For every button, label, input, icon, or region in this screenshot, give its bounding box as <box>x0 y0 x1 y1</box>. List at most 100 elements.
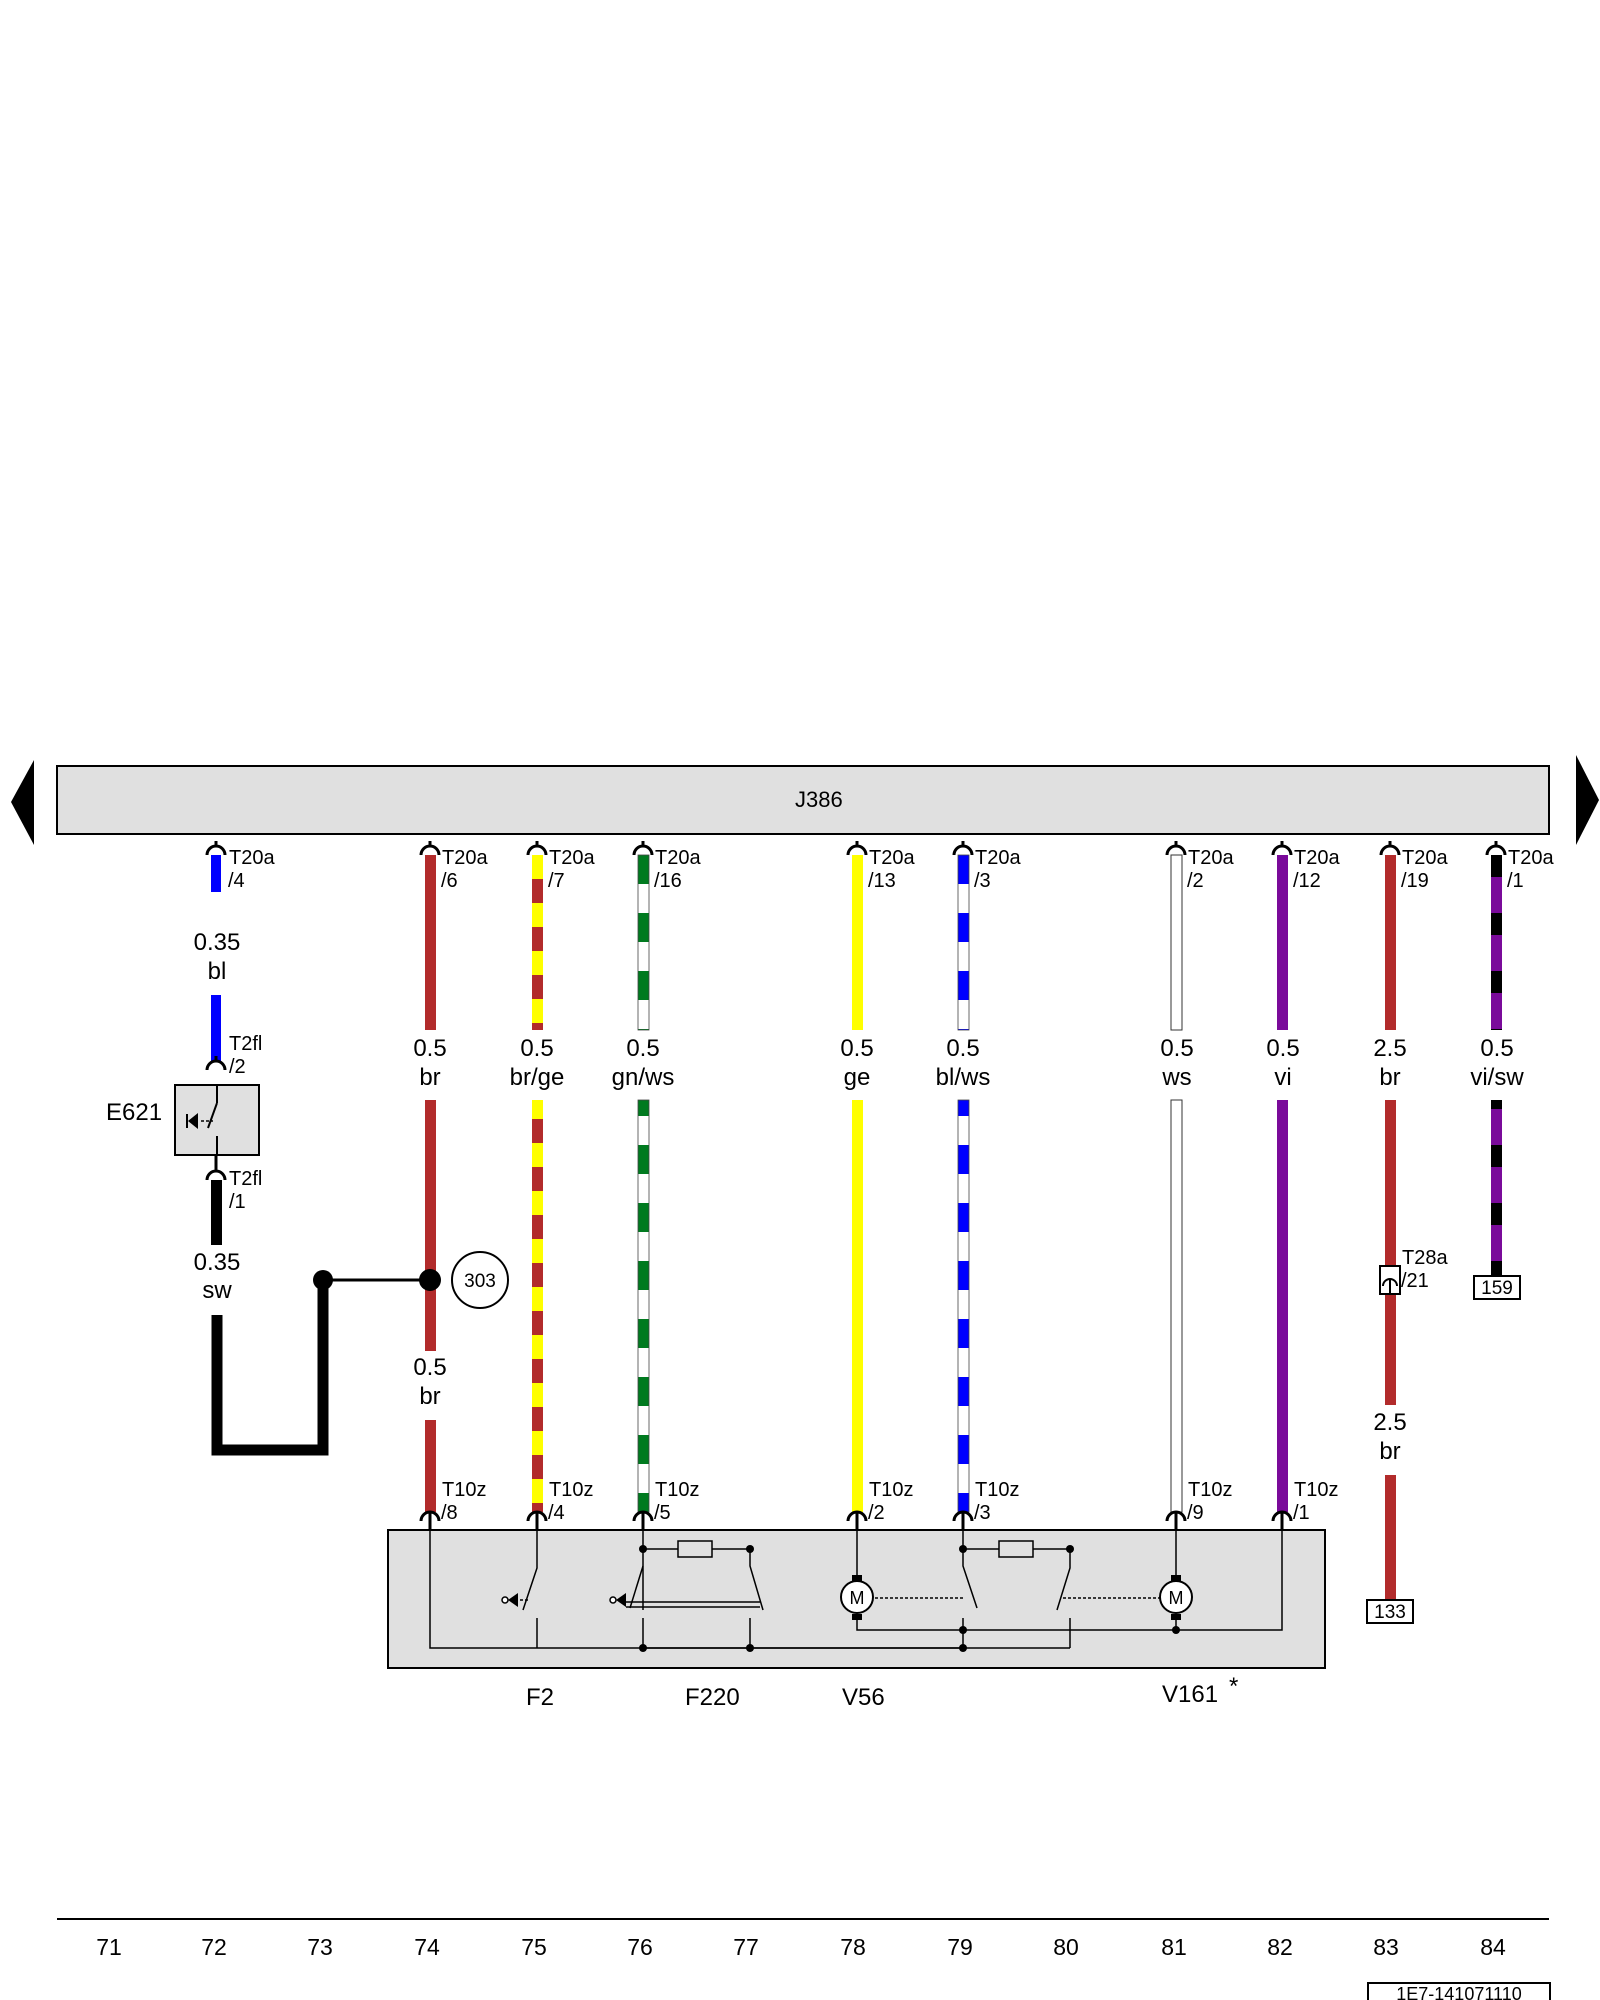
wire-84-upper <box>1491 855 1502 1030</box>
pin-label: /1 <box>1507 870 1524 892</box>
grid-number: 83 <box>1373 1934 1399 1960</box>
grid-number: 84 <box>1480 1934 1506 1960</box>
diagram-id-label: 1E7-141071110 <box>1396 1984 1521 2000</box>
pushbutton-icon <box>188 1113 198 1129</box>
wire-color-label: sw <box>202 1277 232 1304</box>
wire-84-lower <box>1491 1100 1502 1276</box>
wire-size-label: 0.5 <box>520 1035 553 1062</box>
pin-label: /19 <box>1401 870 1429 892</box>
footnote-asterisk: * <box>1229 1673 1238 1700</box>
motor-v161-icon <box>1159 1580 1193 1614</box>
grid-number: 73 <box>307 1934 333 1960</box>
next-page-arrow-icon[interactable] <box>1576 755 1599 845</box>
ground-point-label: 303 <box>464 1271 496 1292</box>
wire-size-label: 2.5 <box>1373 1409 1406 1436</box>
pin-label: /9 <box>1187 1502 1204 1524</box>
wire-83-c <box>1385 1475 1396 1600</box>
pin-label: /7 <box>548 870 565 892</box>
connector-icon <box>846 1510 868 1529</box>
wire-size-label: 0.5 <box>1480 1035 1513 1062</box>
connector-icon <box>526 841 548 856</box>
connector-label: T10z <box>869 1479 913 1501</box>
wire-76-lower <box>637 1099 650 1513</box>
component-label-v161: V161 <box>1162 1681 1218 1708</box>
connector-icon <box>1379 841 1401 856</box>
reference-label-159: 159 <box>1481 1278 1513 1299</box>
pin-label: /2 <box>229 1056 246 1078</box>
connector-icon <box>1165 1510 1187 1529</box>
motor-symbol: M <box>1169 1588 1184 1608</box>
connector-icon <box>632 841 654 856</box>
wire-74-b <box>425 1100 436 1351</box>
wire-color-label: bl <box>208 958 227 985</box>
connector-icon <box>1271 1510 1293 1529</box>
connector-icon <box>952 841 974 856</box>
connector-label: T20a <box>655 847 701 869</box>
control-unit-label: J386 <box>795 787 843 812</box>
component-label-f2: F2 <box>526 1684 554 1711</box>
grid-number: 79 <box>947 1934 973 1960</box>
wire-size-label: 0.5 <box>413 1035 446 1062</box>
wire-79-upper <box>957 854 970 1031</box>
connector-label: T10z <box>1188 1479 1232 1501</box>
pin-label: /21 <box>1401 1270 1429 1292</box>
pin-label: /4 <box>548 1502 565 1524</box>
connector-icon <box>205 1155 227 1181</box>
wire-83-b <box>1385 1100 1396 1405</box>
connector-icon <box>846 841 868 856</box>
wire-color-label: vi/sw <box>1470 1064 1524 1091</box>
connector-label: T2fl <box>229 1168 262 1190</box>
wire-color-label: br <box>419 1383 440 1410</box>
motor-symbol: M <box>850 1588 865 1608</box>
grid-number: 71 <box>96 1934 122 1960</box>
wire-82-lower <box>1277 1100 1288 1512</box>
connector-label: T28a <box>1402 1247 1448 1269</box>
wire-color-label: ws <box>1161 1064 1191 1091</box>
connector-label: T10z <box>1294 1479 1338 1501</box>
wire-81-lower <box>1170 1099 1183 1513</box>
connector-icon <box>419 841 441 856</box>
reference-box-133[interactable] <box>1366 1599 1414 1624</box>
grid-number: 76 <box>627 1934 653 1960</box>
connector-icon <box>952 1510 974 1529</box>
reference-box-159[interactable] <box>1473 1275 1521 1300</box>
ground-wire-lower <box>211 1280 329 1456</box>
connector-label: T20a <box>1508 847 1554 869</box>
pin-label: /3 <box>974 870 991 892</box>
wire-size-label: 2.5 <box>1373 1035 1406 1062</box>
wire-72-lower <box>211 995 221 1062</box>
wire-color-label: gn/ws <box>612 1064 675 1091</box>
wire-72-upper <box>211 855 221 892</box>
pin-label: /8 <box>441 1502 458 1524</box>
pushbutton-icon <box>616 1593 626 1607</box>
wire-size-label: 0.5 <box>1160 1035 1193 1062</box>
grid-number: 77 <box>733 1934 759 1960</box>
connector-icon <box>632 1510 654 1529</box>
grid-number: 75 <box>521 1934 547 1960</box>
connector-icon <box>419 1510 441 1529</box>
control-unit-j386 <box>56 765 1550 835</box>
diagram-id-box <box>1367 1982 1551 2000</box>
grid-number: 74 <box>414 1934 440 1960</box>
wire-color-label: br <box>419 1064 440 1091</box>
grid-number: 80 <box>1053 1934 1079 1960</box>
component-label-e621: E621 <box>106 1099 162 1126</box>
component-label-f220: F220 <box>685 1684 740 1711</box>
wire-78-upper <box>852 855 863 1030</box>
wire-size-label: 0.5 <box>626 1035 659 1062</box>
previous-page-arrow-icon[interactable] <box>11 760 34 845</box>
pin-label: /1 <box>1293 1502 1310 1524</box>
wire-75-lower <box>532 1100 543 1512</box>
wire-color-label: bl/ws <box>936 1064 991 1091</box>
ground-wire-upper <box>211 1180 222 1245</box>
connector-label: T20a <box>869 847 915 869</box>
pin-label: /12 <box>1293 870 1321 892</box>
splice-dot <box>419 1269 441 1291</box>
bottom-connectors <box>419 1510 1293 1529</box>
connector-label: T10z <box>975 1479 1019 1501</box>
pin-label: /6 <box>441 870 458 892</box>
connector-icon <box>1485 841 1507 856</box>
wire-83-a <box>1385 855 1396 1030</box>
connector-icon <box>205 841 227 856</box>
